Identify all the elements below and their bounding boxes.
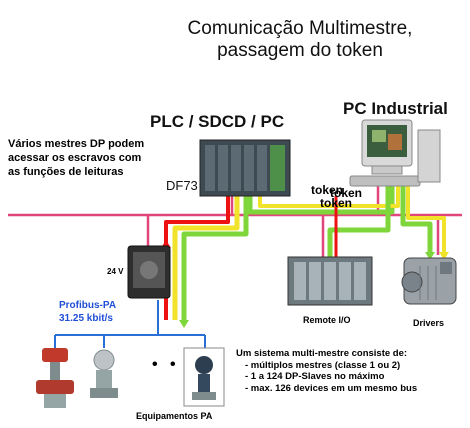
profibus-pa-label: Profibus-PA 31.25 kbit/s [59, 299, 116, 325]
multi-master-item: - 1 a 124 DP-Slaves no máximo [245, 371, 385, 382]
remote-io-label: Remote I/O [303, 315, 351, 325]
equipment-label: Equipamentos PA [136, 411, 213, 421]
description-line-2: acessar os escravos com [8, 152, 142, 164]
token-path-yellow-1 [172, 196, 240, 320]
description-line-3: as funções de leituras [8, 166, 124, 178]
multi-master-item: - múltiplos mestres (classe 1 ou 2) [245, 359, 401, 371]
title-line-2: passagem do token [217, 40, 383, 61]
token-path-green-1 [181, 196, 249, 320]
token-label-3: token [320, 196, 353, 210]
transmitter-icon [90, 349, 118, 398]
token-arrows [161, 180, 449, 328]
token-path-green-2 [327, 184, 391, 262]
multi-master-item: - max. 126 devices em um mesmo bus [245, 382, 418, 394]
voltage-label: 24 V [107, 267, 124, 276]
plc-label: PLC / SDCD / PC [150, 112, 285, 131]
coupler-icon [127, 245, 171, 299]
pc-industrial-label: PC Industrial [343, 99, 448, 118]
diagram-title: Comunicação Multimestre, passagem do tok… [150, 18, 450, 62]
pressure-transmitter-icon [183, 347, 225, 407]
motor-icon [401, 257, 457, 305]
multi-master-notes: Um sistema multi-mestre consiste de: - m… [236, 348, 468, 394]
token-path-yellow-3 [406, 184, 446, 252]
pc-industrial-icon [349, 119, 441, 187]
description-line-1: Vários mestres DP podem [8, 138, 145, 150]
multi-master-heading: Um sistema multi-mestre consiste de: [236, 348, 408, 359]
description: Vários mestres DP podem acessar os escra… [8, 137, 168, 179]
token-path-yellow-top [258, 184, 400, 208]
drivers-label: Drivers [413, 318, 445, 328]
ellipsis-dots: • • [152, 356, 180, 373]
plc-rack-icon [199, 139, 291, 197]
title-line-1: Comunicação Multimestre, [187, 18, 413, 39]
df73-label: DF73 [166, 178, 198, 193]
remote-io-icon [287, 256, 373, 306]
token-paths [164, 184, 446, 320]
token-path-green-3 [400, 184, 433, 252]
token-label-1: token [311, 183, 344, 197]
valve-icon [36, 348, 74, 408]
token-path-green-top [247, 184, 395, 215]
profibus-name: Profibus-PA [59, 300, 117, 311]
token-label-2: token [330, 186, 363, 200]
profibus-rate: 31.25 kbit/s [59, 313, 113, 324]
